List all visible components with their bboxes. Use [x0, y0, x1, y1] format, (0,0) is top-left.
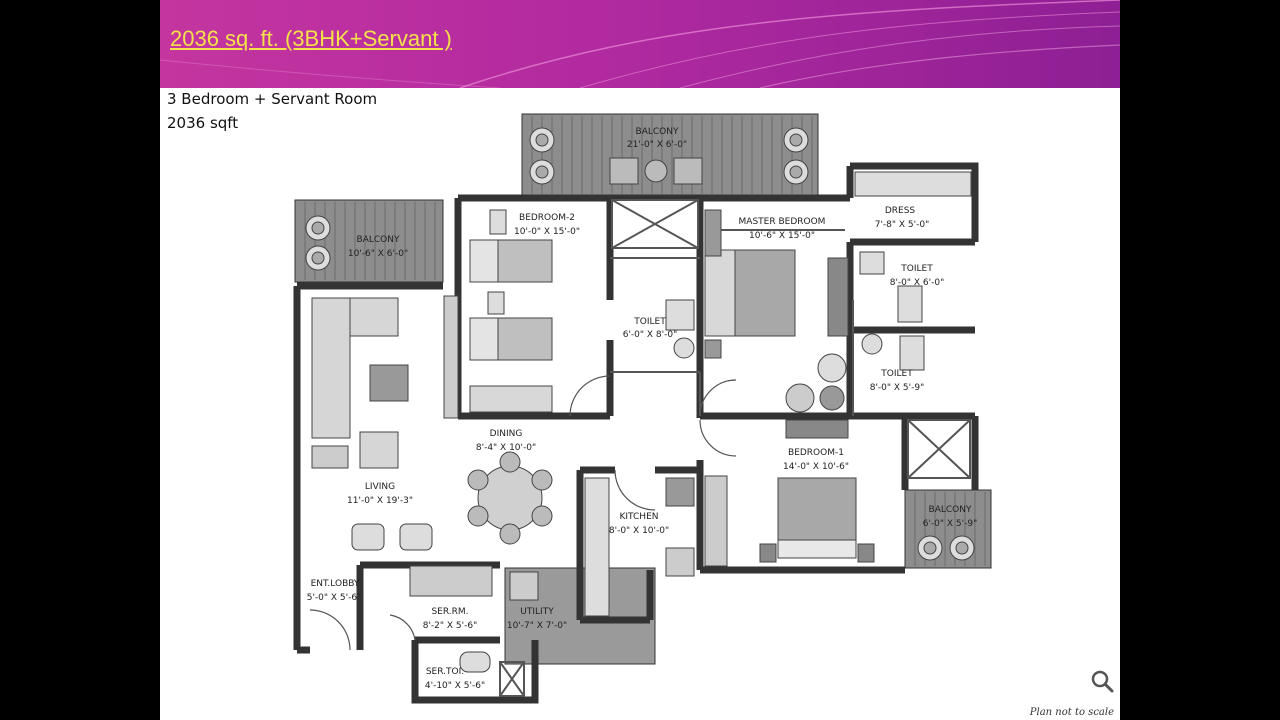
bedroom2-size: 10'-0" X 15'-0" [514, 227, 580, 237]
magnifier-icon[interactable] [1089, 668, 1117, 696]
toilet-a-size: 8'-0" X 6'-0" [890, 278, 945, 288]
living-size: 11'-0" X 19'-3" [347, 496, 413, 506]
scale-note: Plan not to scale [1029, 707, 1114, 718]
master-bedroom-label: MASTER BEDROOM [739, 217, 826, 227]
ent-lobby-size: 5'-0" X 5'-6" [307, 593, 362, 603]
toilet-c-size: 8'-0" X 5'-9" [870, 383, 925, 393]
balcony-right-size: 6'-0" X 5'-9" [923, 519, 978, 529]
ent-lobby-label: ENT.LOBBY [311, 579, 360, 589]
servant-toilet-label: SER.TOI. [426, 667, 464, 677]
page-title: 2036 sq. ft. (3BHK+Servant ) [170, 26, 452, 51]
balcony-right-label: BALCONY [929, 505, 972, 515]
kitchen-label: KITCHEN [620, 512, 659, 522]
balcony-right [904, 489, 992, 569]
toilet-b-label: TOILET [633, 317, 666, 327]
subtitle-line-1: 3 Bedroom + Servant Room [167, 90, 378, 108]
living-label: LIVING [365, 482, 395, 492]
kitchen-size: 8'-0" X 10'-0" [609, 526, 669, 536]
bedroom2-label: BEDROOM-2 [519, 213, 575, 223]
dining-size: 8'-4" X 10'-0" [476, 443, 536, 453]
bedroom1-size: 14'-0" X 10'-6" [783, 462, 849, 472]
subtitle-line-2: 2036 sqft [167, 114, 239, 132]
balcony-top [521, 113, 819, 197]
toilet-a-label: TOILET [900, 264, 933, 274]
bedroom1-label: BEDROOM-1 [788, 448, 844, 458]
header-banner: 2036 sq. ft. (3BHK+Servant ) [160, 0, 1120, 88]
balcony-top-size: 21'-0" X 6'-0" [627, 140, 687, 150]
utility-size: 10'-7" X 7'-0" [507, 621, 567, 631]
master-bedroom-size: 10'-6" X 15'-0" [749, 231, 815, 241]
balcony-left-label: BALCONY [357, 235, 400, 245]
servant-room-size: 8'-2" X 5'-6" [423, 621, 478, 631]
servant-room-label: SER.RM. [431, 607, 468, 617]
toilet-c-label: TOILET [880, 369, 913, 379]
dress-size: 7'-8" X 5'-0" [875, 220, 930, 230]
balcony-left-size: 10'-6" X 6'-0" [348, 249, 408, 259]
toilet-b-size: 6'-0" X 8'-0" [623, 330, 678, 340]
servant-toilet-size: 4'-10" X 5'-6" [425, 681, 485, 691]
floor-plan: BALCONY 21'-0" X 6'-0" BALCONY 10'-6" X … [293, 113, 992, 704]
slide: 2036 sq. ft. (3BHK+Servant ) 3 Bedroom +… [160, 0, 1120, 720]
balcony-top-label: BALCONY [636, 127, 679, 137]
header-wave-decoration [160, 0, 1120, 88]
dress-label: DRESS [885, 206, 916, 216]
utility-label: UTILITY [520, 607, 554, 617]
dining-label: DINING [490, 429, 523, 439]
